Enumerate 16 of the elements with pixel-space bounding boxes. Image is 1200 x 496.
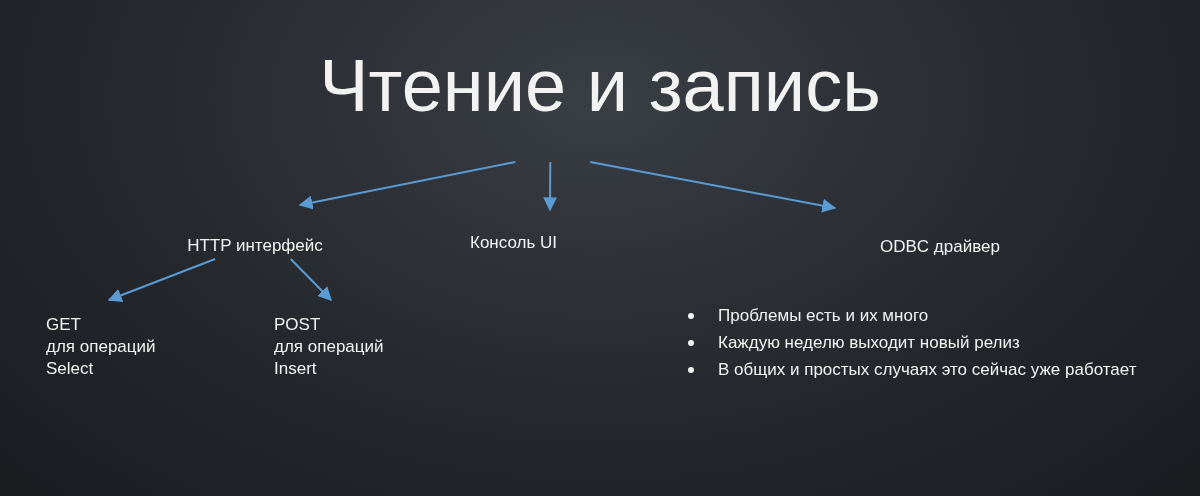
bullet-item: Проблемы есть и их много [718, 305, 929, 327]
arrow [289, 258, 332, 301]
bullet-item: В общих и простых случаях это сейчас уже работает [718, 359, 1137, 381]
node-label: HTTP интерфейс [186, 235, 324, 257]
arrow [107, 258, 217, 302]
bullet-item: Каждую неделю выходит новый релиз [718, 332, 1020, 354]
arrow [298, 161, 517, 210]
node-label: Консоль UI [470, 232, 559, 254]
node-label: ODBC драйвер [879, 236, 1001, 258]
node-label: для операций Insert [274, 336, 385, 381]
node-label: для операций Select [46, 336, 157, 381]
arrow [543, 161, 558, 212]
arrow [589, 161, 837, 213]
node-label: POST [274, 314, 322, 336]
node-label: GET [46, 314, 82, 336]
heading: Чтение и запись [318, 43, 882, 129]
